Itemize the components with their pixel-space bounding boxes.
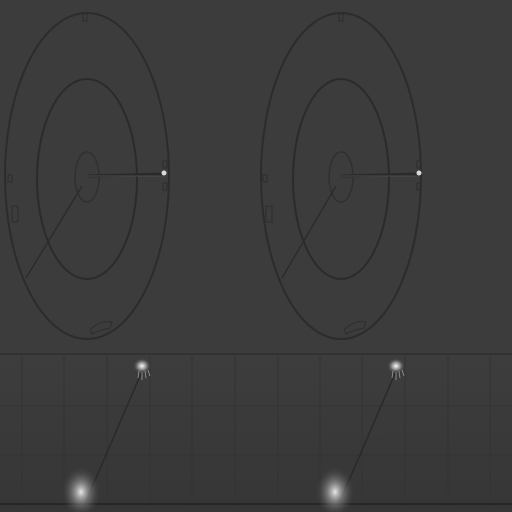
left-ring-group	[4, 12, 170, 340]
left-outer-ring	[4, 12, 170, 340]
right-spoke-tip	[416, 170, 422, 176]
left-ring-bracket	[89, 321, 113, 335]
left-ring-slot	[11, 205, 19, 223]
left-ring-notch-top	[82, 13, 88, 22]
floor-grid	[0, 356, 512, 506]
left-spoke-tip	[161, 170, 167, 176]
right-ring-notch-left	[262, 174, 268, 183]
right-bottom-glow	[315, 466, 355, 512]
right-ring-notch-top	[338, 13, 344, 22]
right-inner-ring	[292, 78, 390, 280]
right-top-glow-rays	[391, 369, 405, 380]
right-ring-notch-right	[416, 160, 422, 169]
right-outer-ring	[260, 12, 422, 340]
right-ring-bracket	[343, 321, 367, 335]
top-panel	[0, 0, 512, 354]
right-spoke-diagonal	[281, 185, 337, 279]
left-ring-notch-right-2	[162, 182, 168, 191]
left-top-glow-rays	[137, 369, 151, 380]
right-ring-slot	[265, 205, 273, 223]
right-ring-group	[260, 12, 422, 340]
right-ring-notch-right-2	[416, 182, 422, 191]
right-top-glow	[387, 358, 405, 374]
left-top-glow	[133, 358, 151, 374]
left-inner-ring	[36, 78, 138, 280]
left-spoke-diagonal	[25, 185, 83, 279]
left-ring-notch-left	[7, 174, 13, 183]
left-ring-notch-right	[162, 160, 168, 169]
left-bottom-glow	[61, 466, 101, 512]
